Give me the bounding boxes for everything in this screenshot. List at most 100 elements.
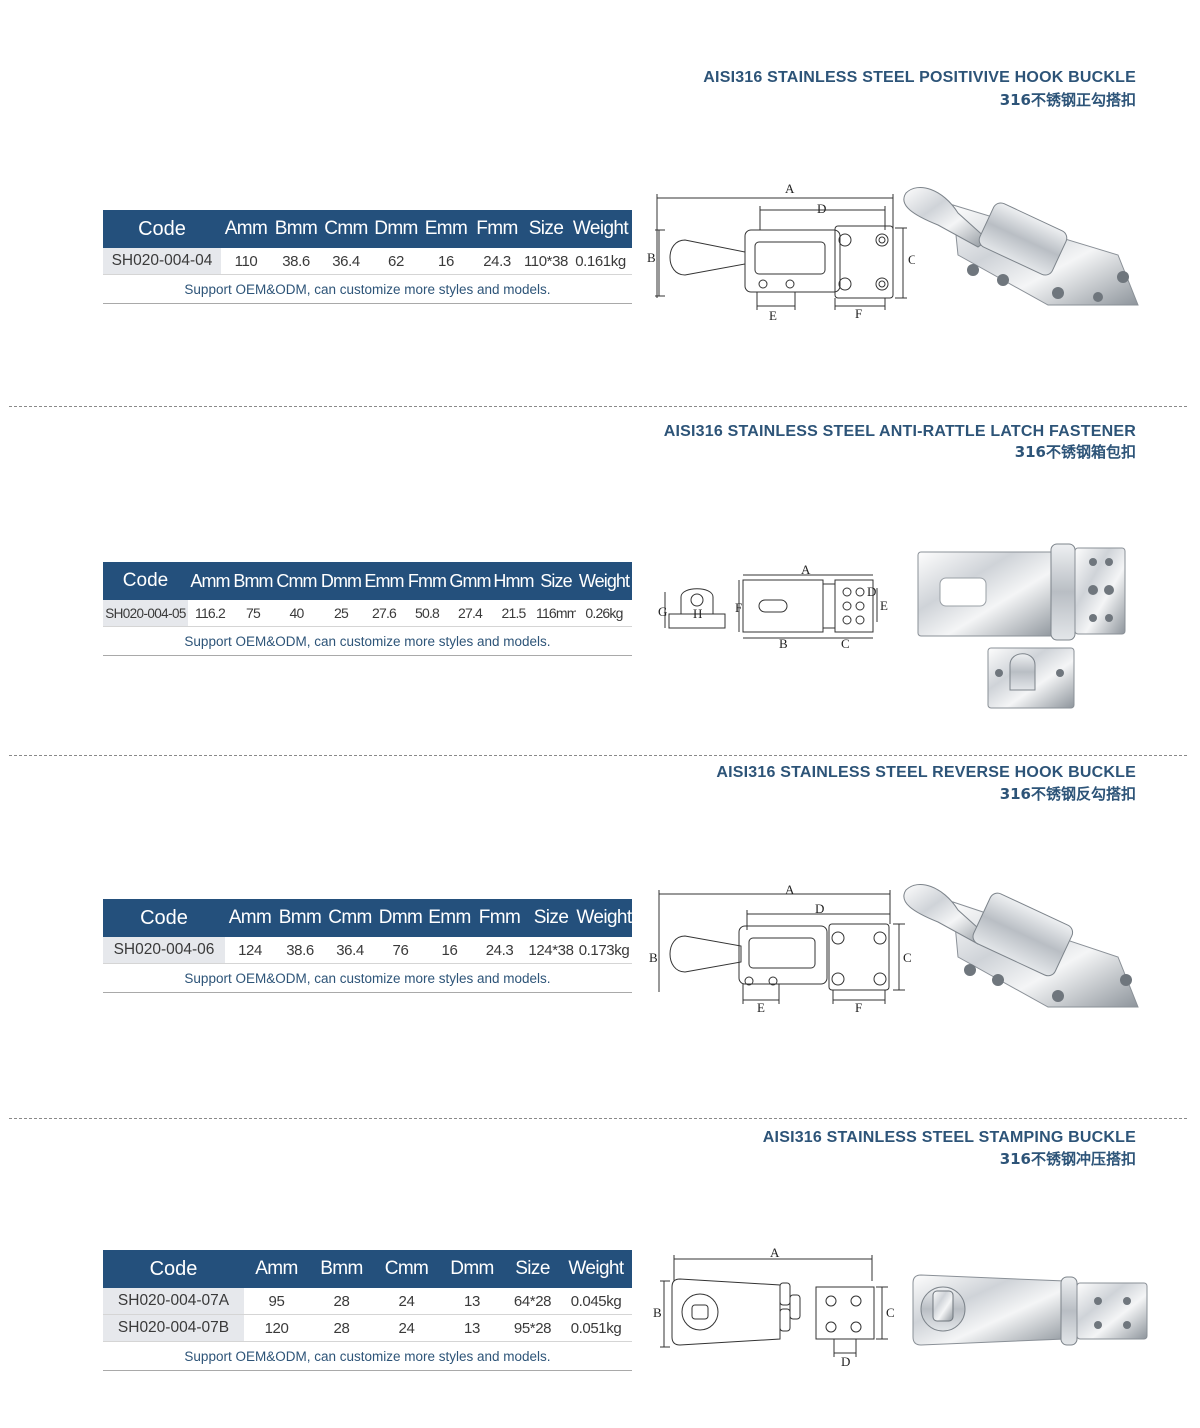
header-c: Cmm — [274, 562, 319, 600]
section-divider — [9, 755, 1187, 756]
cell-d: 13 — [439, 1288, 505, 1315]
cell-weight: 0.045kg — [560, 1288, 632, 1315]
header-d: Dmm — [375, 899, 426, 937]
header-a: Amm — [188, 562, 232, 600]
note-row: Support OEM&ODM, can customize more styl… — [103, 274, 632, 304]
header-weight: Weight — [560, 1250, 632, 1288]
cell-weight: 0.161kg — [569, 248, 632, 275]
header-e: Emm — [426, 899, 473, 937]
cell-b: 38.6 — [271, 248, 321, 275]
product-title-zh: 316不锈钢反勾搭扣 — [999, 785, 1136, 803]
dim-label-b: B — [647, 250, 656, 265]
header-d: Dmm — [439, 1250, 505, 1288]
cell-size: 95*28 — [505, 1314, 560, 1342]
dim-label-d: D — [817, 201, 826, 216]
product-section-4: AISI316 STAINLESS STEEL STAMPING BUCKLE … — [0, 1119, 1200, 1428]
dim-label-c: C — [908, 252, 915, 267]
dim-label-h: H — [693, 606, 702, 621]
cell-e: 16 — [421, 248, 471, 275]
technical-drawing: A B C D — [650, 1245, 900, 1372]
cell-weight: 0.26kg — [576, 600, 632, 627]
cell-c: 24 — [374, 1288, 439, 1315]
cell-a: 124 — [225, 937, 275, 964]
dim-label-b: B — [653, 1305, 662, 1320]
header-c: Cmm — [374, 1250, 439, 1288]
cell-b: 28 — [309, 1314, 374, 1342]
table-row: SH020-004-05 116.2 75 40 25 27.6 50.8 27… — [103, 600, 632, 627]
dim-label-e: E — [769, 308, 777, 323]
product-title-en: AISI316 STAINLESS STEEL REVERSE HOOK BUC… — [716, 764, 1136, 781]
header-e: Emm — [421, 210, 471, 248]
technical-drawing: A B C D E F — [645, 882, 915, 1024]
oem-note: Support OEM&ODM, can customize more styl… — [103, 274, 632, 304]
product-title-zh: 316不锈钢冲压搭扣 — [999, 1150, 1136, 1168]
dim-label-b: B — [779, 636, 788, 651]
spec-table-header: Code Amm Bmm Cmm Dmm Size Weight — [103, 1250, 632, 1288]
cell-size: 116mm — [536, 600, 576, 627]
dim-label-d: D — [867, 584, 876, 599]
technical-drawing: A B C D E F — [645, 180, 917, 330]
cell-f: 50.8 — [405, 600, 449, 627]
cell-d: 13 — [439, 1314, 505, 1342]
header-e: Emm — [363, 562, 405, 600]
header-g: Gmm — [449, 562, 491, 600]
dim-label-c: C — [886, 1305, 895, 1320]
header-b: Bmm — [271, 210, 321, 248]
spec-table: Code Amm Bmm Cmm Dmm Emm Fmm Gmm Hmm Siz… — [103, 562, 632, 656]
cell-d: 25 — [319, 600, 363, 627]
table-row: SH020-004-07A 95 28 24 13 64*28 0.045kg — [103, 1288, 632, 1315]
header-a: Amm — [221, 210, 271, 248]
note-row: Support OEM&ODM, can customize more styl… — [103, 626, 632, 656]
cell-size: 110*38 — [523, 248, 569, 275]
header-c: Cmm — [325, 899, 375, 937]
product-photo — [905, 1271, 1150, 1356]
product-section-1: AISI316 STAINLESS STEEL POSITIVIVE HOOK … — [0, 0, 1200, 400]
cell-c: 24 — [374, 1314, 439, 1342]
dim-label-d: D — [815, 901, 824, 916]
product-photo — [898, 185, 1143, 315]
header-a: Amm — [225, 899, 275, 937]
product-section-2: AISI316 STAINLESS STEEL ANTI-RATTLE LATC… — [0, 407, 1200, 753]
spec-table: Code Amm Bmm Cmm Dmm Emm Fmm Size Weight… — [103, 899, 632, 993]
cell-a: 95 — [244, 1288, 309, 1315]
cell-code: SH020-004-07B — [103, 1314, 244, 1342]
oem-note: Support OEM&ODM, can customize more styl… — [103, 963, 632, 993]
cell-code: SH020-004-04 — [103, 248, 221, 275]
product-photo — [915, 540, 1130, 717]
dim-label-d: D — [841, 1354, 850, 1367]
oem-note: Support OEM&ODM, can customize more styl… — [103, 1341, 632, 1371]
cell-code: SH020-004-07A — [103, 1288, 244, 1315]
cell-c: 36.4 — [325, 937, 375, 964]
header-b: Bmm — [232, 562, 274, 600]
table-row: SH020-004-06 124 38.6 36.4 76 16 24.3 12… — [103, 937, 632, 964]
cell-weight: 0.051kg — [560, 1314, 632, 1342]
header-weight: Weight — [576, 562, 632, 600]
header-code: Code — [103, 562, 188, 600]
header-size: Size — [536, 562, 576, 600]
section-divider — [9, 406, 1187, 407]
dim-label-c: C — [841, 636, 850, 651]
cell-c: 40 — [274, 600, 319, 627]
cell-size: 124*38 — [526, 937, 576, 964]
spec-table: Code Amm Bmm Cmm Dmm Size Weight SH020-0… — [103, 1250, 632, 1371]
header-size: Size — [526, 899, 576, 937]
dim-label-e: E — [757, 1000, 765, 1015]
cell-code: SH020-004-06 — [103, 937, 225, 964]
product-title-en: AISI316 STAINLESS STEEL ANTI-RATTLE LATC… — [663, 423, 1136, 440]
header-code: Code — [103, 1250, 244, 1288]
header-weight: Weight — [576, 899, 632, 937]
dim-label-f: F — [855, 1000, 862, 1015]
oem-note: Support OEM&ODM, can customize more styl… — [103, 626, 632, 656]
cell-weight: 0.173kg — [576, 937, 632, 964]
header-b: Bmm — [275, 899, 325, 937]
note-row: Support OEM&ODM, can customize more styl… — [103, 963, 632, 993]
cell-c: 36.4 — [321, 248, 371, 275]
technical-drawing: A B C D E F G H — [655, 562, 895, 657]
dim-label-f: F — [855, 306, 862, 321]
section-divider — [9, 1118, 1187, 1119]
header-size: Size — [523, 210, 569, 248]
header-d: Dmm — [371, 210, 421, 248]
header-f: Fmm — [473, 899, 526, 937]
dim-label-e: E — [880, 598, 888, 613]
spec-table-header: Code Amm Bmm Cmm Dmm Emm Fmm Size Weight — [103, 899, 632, 937]
